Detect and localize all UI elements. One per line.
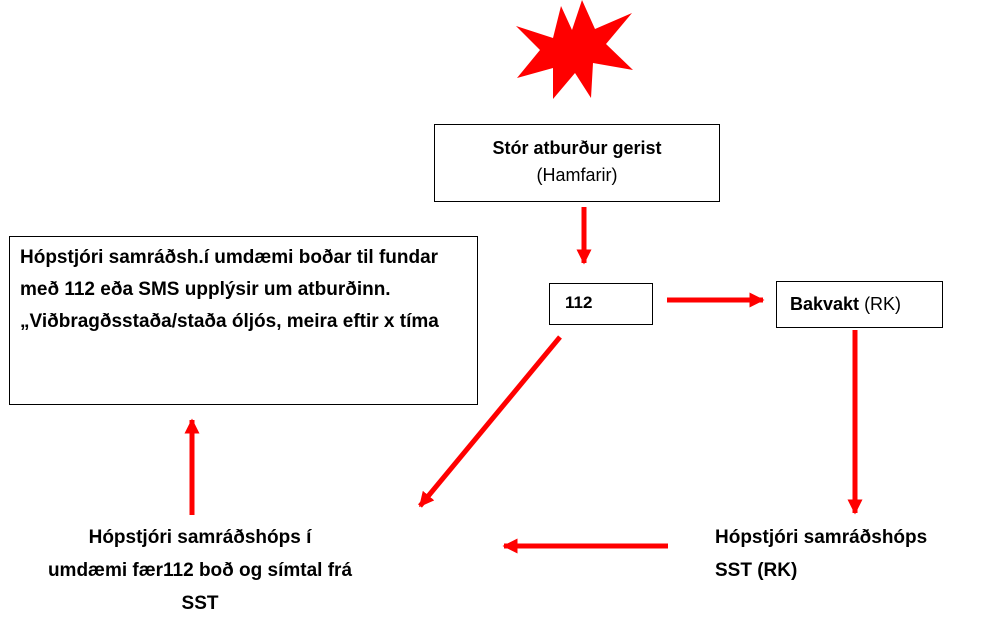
sst-group-leader-label: Hópstjóri samráðshóps SST (RK) <box>715 521 985 587</box>
group-leader-text: Hópstjóri samráðsh.í umdæmi boðar til fu… <box>20 247 439 332</box>
sst-group-leader-line1: Hópstjóri samráðshóps <box>715 527 928 548</box>
sst-group-leader-line2: SST (RK) <box>715 560 798 581</box>
diagram-graphics <box>184 0 863 554</box>
emergency-112-label: 112 <box>565 293 593 312</box>
event-subtitle: (Hamfarir) <box>536 165 618 185</box>
bakvakt-label: Bakvakt <box>790 294 860 314</box>
starburst-icon <box>516 0 633 99</box>
bakvakt-org: (RK) <box>864 294 902 314</box>
local-group-leader-label: Hópstjóri samráðshóps í umdæmi fær112 bo… <box>35 521 365 620</box>
event-box: Stór atburður gerist (Hamfarir) <box>434 124 720 202</box>
emergency-112-box: 112 <box>549 283 653 325</box>
local-group-leader-line2: umdæmi fær112 boð og símtal frá SST <box>47 560 353 614</box>
bakvakt-box: Bakvakt (RK) <box>776 281 943 328</box>
event-title: Stór atburður gerist <box>492 138 662 158</box>
local-group-leader-line1: Hópstjóri samráðshóps í <box>88 527 312 548</box>
group-leader-box: Hópstjóri samráðsh.í umdæmi boðar til fu… <box>9 236 478 405</box>
arrow-112-to-local <box>418 335 562 508</box>
